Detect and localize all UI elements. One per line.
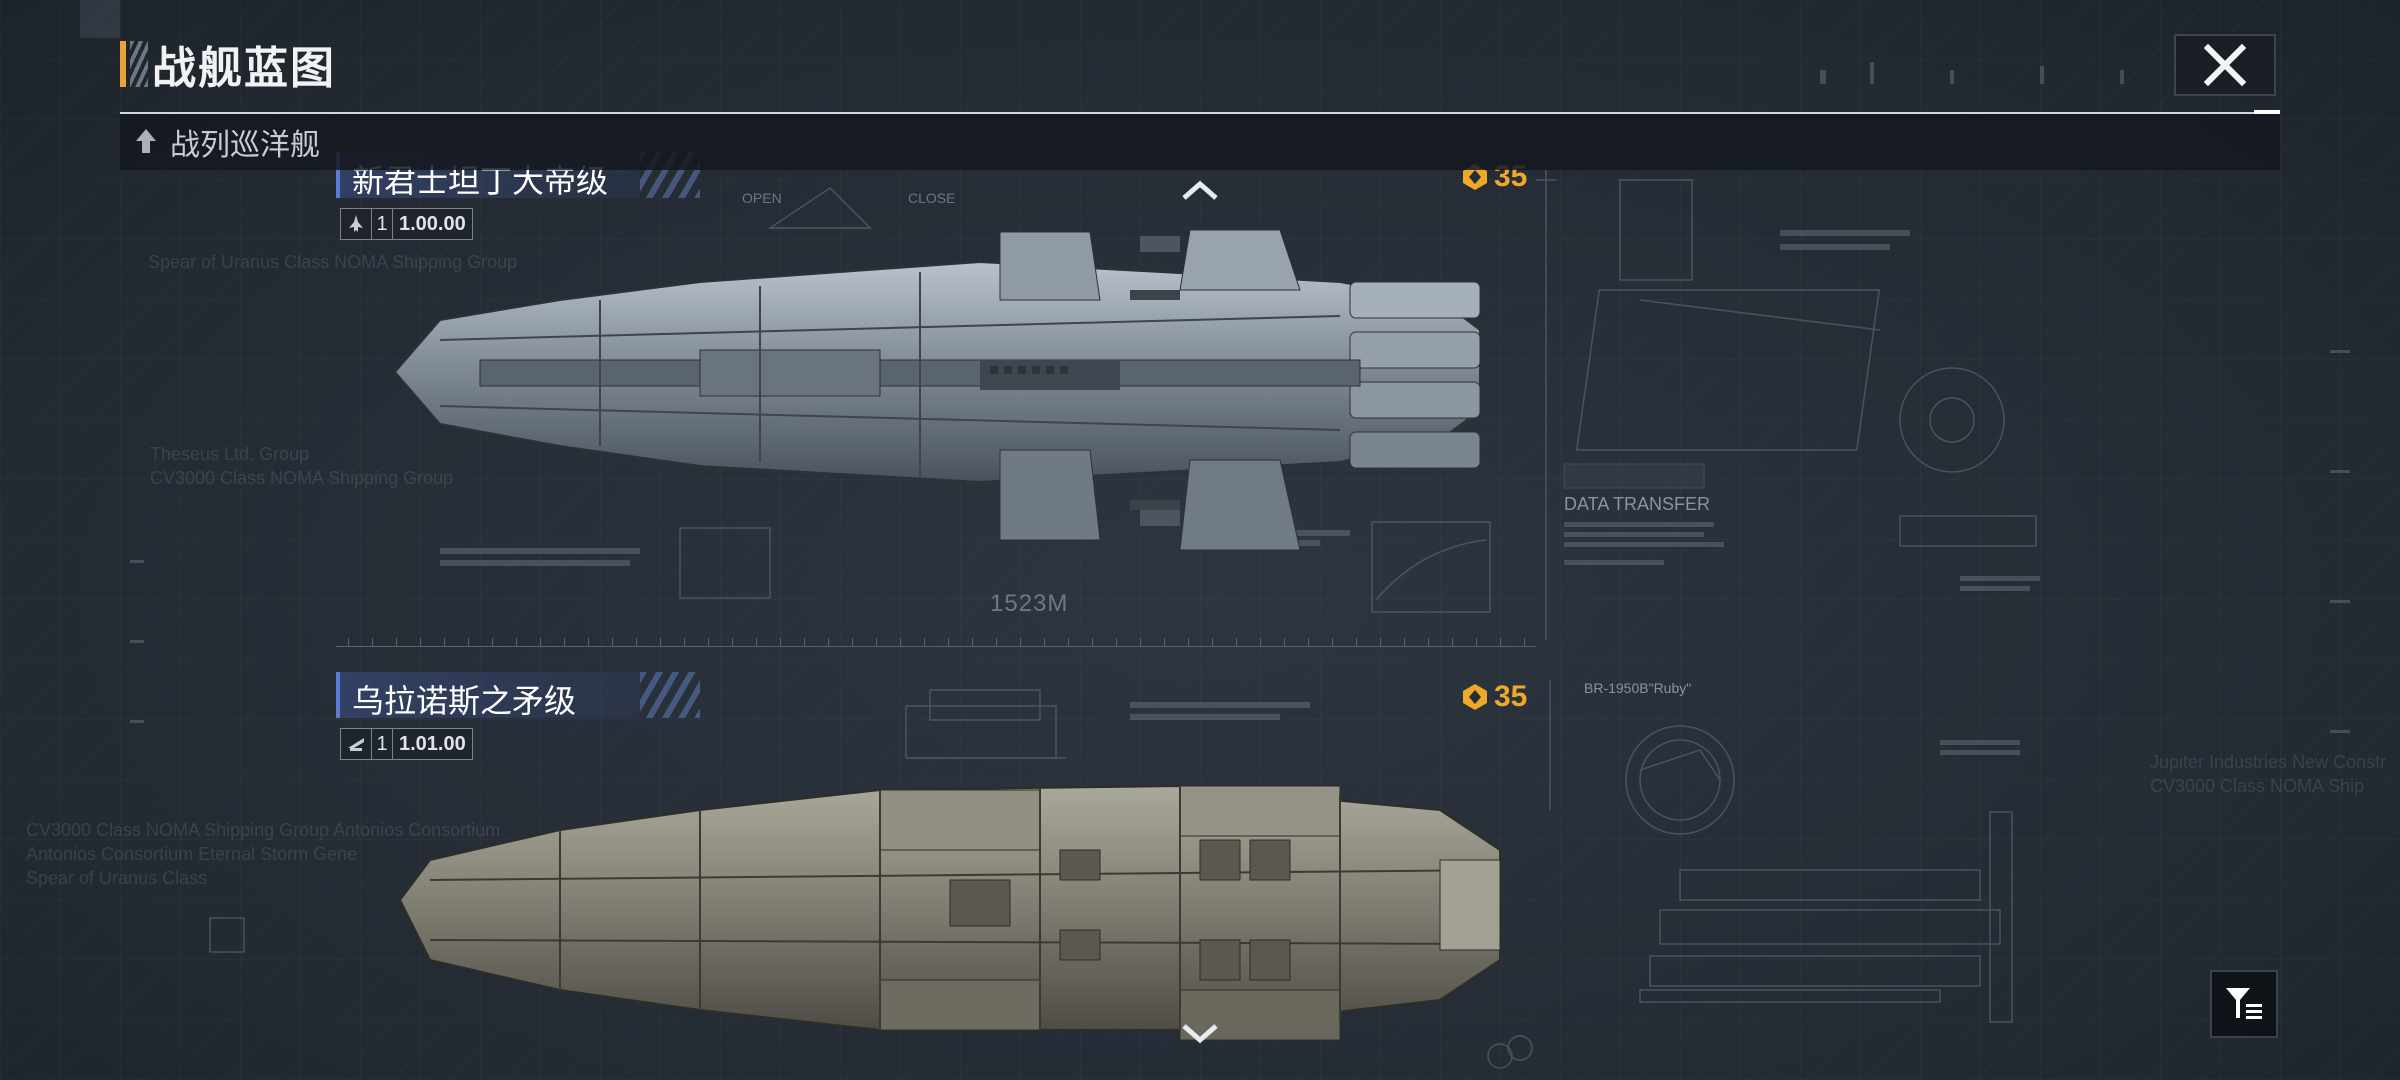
ship-1-model <box>393 229 1481 551</box>
close-label: CLOSE <box>908 190 956 206</box>
ship-class-label: 战列巡洋舰 <box>170 129 320 162</box>
ghost-text: Antonios Consortium Eternal Storm Gene <box>26 844 358 864</box>
model-code-label: BR-1950B"Ruby" <box>1584 680 1692 696</box>
ship-card-1[interactable]: 新君士坦丁大帝级 1 1.00.00 35 <box>336 152 1536 652</box>
cost-value: 35 <box>1494 680 1528 713</box>
open-label: OPEN <box>742 190 782 206</box>
ship-name: 乌拉诺斯之矛级 <box>352 683 577 719</box>
ship-class-icon <box>136 129 156 153</box>
ship-2-model <box>398 784 1501 1041</box>
badge-version: 1.00.00 <box>399 213 466 235</box>
badge-number: 1 <box>372 729 393 759</box>
ghost-text: Spear of Uranus Class NOMA Shipping Grou… <box>148 252 518 272</box>
close-button[interactable] <box>2174 34 2276 96</box>
ghost-text: Jupiter Industries New Constr <box>2150 752 2387 772</box>
page-title-group: 战舰蓝图 <box>120 38 336 93</box>
filter-menu-button[interactable] <box>2210 970 2278 1038</box>
ship-card-2[interactable]: 乌拉诺斯之矛级 1 1.01.00 35 <box>336 672 1536 1080</box>
ghost-text: CV3000 Class NOMA Shipping Group <box>150 468 454 488</box>
badge-number: 1 <box>372 209 393 239</box>
fighter-icon <box>341 209 372 239</box>
title-accent-bar <box>120 41 126 87</box>
ghost-text: CV3000 Class NOMA Shipping Group Antonio… <box>26 820 501 840</box>
ship-version-badge: 1 1.00.00 <box>340 208 473 240</box>
filter-menu-icon <box>2226 988 2262 1019</box>
header-divider-tick <box>2254 110 2280 114</box>
chevron-down-icon[interactable] <box>1180 1020 1220 1046</box>
ship-version-badge: 1 1.01.00 <box>340 728 473 760</box>
page-title: 战舰蓝图 <box>152 44 336 93</box>
ghost-text: Theseus Ltd. Group <box>150 444 310 464</box>
length-ruler <box>336 632 1536 647</box>
ship-class-filter-bar[interactable]: 战列巡洋舰 <box>120 114 2280 170</box>
ghost-text: Spear of Uranus Class <box>26 868 208 888</box>
header-divider <box>120 112 2280 114</box>
name-stripes <box>640 672 700 718</box>
ship-cost: 35 <box>1460 680 1527 714</box>
ghost-text: CV3000 Class NOMA Ship <box>2150 776 2365 796</box>
ship-length-label: 1523M <box>990 590 1069 617</box>
chevron-up-icon[interactable] <box>1180 176 1220 202</box>
cost-icon <box>1463 684 1487 710</box>
ship-name-band: 乌拉诺斯之矛级 <box>336 672 700 719</box>
close-icon <box>2203 43 2247 87</box>
ship-type-icon <box>341 729 372 759</box>
data-transfer-label: DATA TRANSFER <box>1564 494 1711 514</box>
cost-icon <box>1463 164 1487 190</box>
badge-version: 1.01.00 <box>399 733 466 755</box>
title-stripes <box>130 41 148 87</box>
